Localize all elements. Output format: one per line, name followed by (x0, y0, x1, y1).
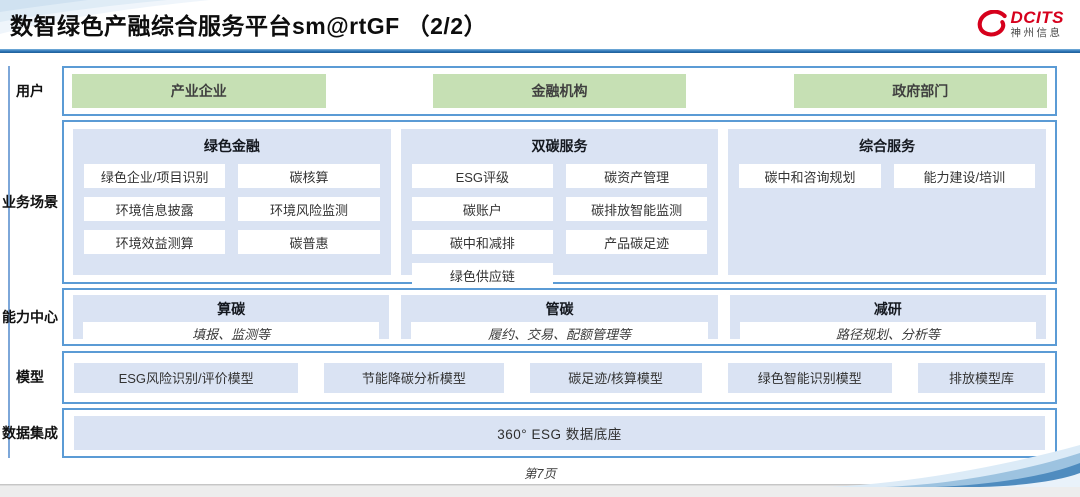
capabilities-box: 算碳 填报、监测等 管碳 履约、交易、配额管理等 减研 路径规划、分析等 (62, 288, 1057, 346)
page-number: 第7页 (524, 467, 556, 481)
scenario-item: 产品碳足迹 (566, 230, 708, 254)
capabilities-inner: 算碳 填报、监测等 管碳 履约、交易、配额管理等 减研 路径规划、分析等 (64, 290, 1055, 344)
scenario-item: ESG评级 (411, 164, 553, 188)
users-box: 产业企业 金融机构 政府部门 (62, 66, 1057, 116)
dataset-row: 数据集成 360° ESG 数据底座 (0, 408, 1080, 458)
page-title: 数智绿色产融综合服务平台sm@rtGF （2/2） (10, 13, 488, 39)
bottom-right-wave-decoration (830, 445, 1080, 487)
scenarios-row-label: 业务场景 (2, 193, 58, 210)
scenario-item: 碳普惠 (238, 230, 380, 254)
models-row-label: 模型 (16, 369, 44, 386)
dataset-row-label: 数据集成 (2, 424, 58, 441)
capability-desc: 路径规划、分析等 (739, 322, 1036, 344)
logo-text: DCITS 神州信息 (1011, 9, 1065, 39)
model-energy-saving: 节能降碳分析模型 (324, 362, 504, 393)
capability-title: 管碳 (545, 301, 574, 317)
left-vertical-rule (8, 66, 10, 458)
scenario-items-grid: 碳中和咨询规划 能力建设/培训 (739, 164, 1036, 188)
scenario-items-grid: ESG评级 碳资产管理 碳账户 碳排放智能监测 碳中和减排 产品碳足迹 绿色供应… (411, 164, 708, 287)
user-type-government: 政府部门 (793, 74, 1047, 108)
scenario-column-dual-carbon: 双碳服务 ESG评级 碳资产管理 碳账户 碳排放智能监测 碳中和减排 产品碳足迹… (400, 129, 719, 287)
scenario-column-title: 绿色金融 (203, 138, 260, 154)
scenarios-inner: 绿色金融 绿色企业/项目识别 碳核算 环境信息披露 环境风险监测 环境效益测算 … (64, 122, 1055, 287)
models-box: ESG风险识别/评价模型 节能降碳分析模型 碳足迹/核算模型 绿色智能识别模型 … (62, 351, 1057, 404)
scenario-item: 绿色企业/项目识别 (84, 164, 226, 188)
capability-desc: 填报、监测等 (83, 322, 380, 344)
scenario-item: 能力建设/培训 (893, 164, 1036, 188)
scenario-column-green-finance: 绿色金融 绿色企业/项目识别 碳核算 环境信息披露 环境风险监测 环境效益测算 … (73, 129, 391, 275)
model-emission-library: 排放模型库 (917, 362, 1045, 393)
scenario-item: 环境风险监测 (238, 197, 380, 221)
scenario-items-grid: 绿色企业/项目识别 碳核算 环境信息披露 环境风险监测 环境效益测算 碳普惠 (84, 164, 380, 254)
title-underline-rule (0, 49, 1080, 53)
scenario-column-title: 双碳服务 (531, 138, 588, 154)
esg-data-foundation: 360° ESG 数据底座 (74, 416, 1045, 450)
user-type-finance: 金融机构 (432, 74, 687, 108)
scenario-item: 碳核算 (238, 164, 380, 188)
scenario-item: 绿色供应链 (411, 263, 553, 287)
models-inner: ESG风险识别/评价模型 节能降碳分析模型 碳足迹/核算模型 绿色智能识别模型 … (64, 353, 1055, 402)
company-logo: DCITS 神州信息 (977, 9, 1065, 39)
scenario-item: 碳排放智能监测 (566, 197, 708, 221)
capabilities-row-label: 能力中心 (2, 308, 58, 325)
model-green-recognition: 绿色智能识别模型 (727, 362, 892, 393)
capability-reduce-research: 减研 路径规划、分析等 (729, 295, 1046, 344)
dataset-box: 360° ESG 数据底座 (62, 408, 1057, 458)
capability-title: 减研 (873, 301, 902, 317)
scenario-column-comprehensive: 综合服务 碳中和咨询规划 能力建设/培训 (728, 129, 1047, 275)
bottom-strip (0, 485, 1080, 497)
capability-calc-carbon: 算碳 填报、监测等 (73, 295, 390, 344)
scenario-item: 环境信息披露 (84, 197, 226, 221)
scenario-item: 环境效益测算 (84, 230, 226, 254)
scenarios-box: 绿色金融 绿色企业/项目识别 碳核算 环境信息披露 环境风险监测 环境效益测算 … (62, 120, 1057, 287)
capability-manage-carbon: 管碳 履约、交易、配额管理等 (401, 295, 718, 344)
model-carbon-footprint: 碳足迹/核算模型 (529, 362, 702, 393)
logo-swoosh-icon (977, 10, 1007, 37)
dataset-inner: 360° ESG 数据底座 (64, 410, 1055, 456)
scenarios-row: 业务场景 绿色金融 绿色企业/项目识别 碳核算 环境信息披露 环境风险监测 环境… (0, 120, 1080, 287)
scenario-column-title: 综合服务 (859, 138, 916, 154)
logo-brand: DCITS (1010, 8, 1064, 27)
user-type-industry: 产业企业 (72, 74, 326, 108)
users-row: 用户 产业企业 金融机构 政府部门 (0, 66, 1080, 116)
capability-desc: 履约、交易、配额管理等 (411, 322, 708, 344)
users-inner: 产业企业 金融机构 政府部门 (64, 68, 1055, 114)
models-row: 模型 ESG风险识别/评价模型 节能降碳分析模型 碳足迹/核算模型 绿色智能识别… (0, 351, 1080, 404)
capabilities-row: 能力中心 算碳 填报、监测等 管碳 履约、交易、配额管理等 减研 路径规划、分析… (0, 288, 1080, 346)
footer-rule (0, 484, 1080, 485)
logo-subtitle: 神州信息 (1010, 27, 1063, 39)
top-left-wave-decoration (0, 0, 210, 34)
model-esg-risk: ESG风险识别/评价模型 (74, 362, 299, 393)
scenario-item: 碳账户 (411, 197, 553, 221)
capability-title: 算碳 (217, 301, 246, 317)
users-row-label: 用户 (16, 82, 44, 99)
scenario-item: 碳资产管理 (566, 164, 708, 188)
scenario-item: 碳中和减排 (411, 230, 553, 254)
scenario-item: 碳中和咨询规划 (739, 164, 881, 188)
